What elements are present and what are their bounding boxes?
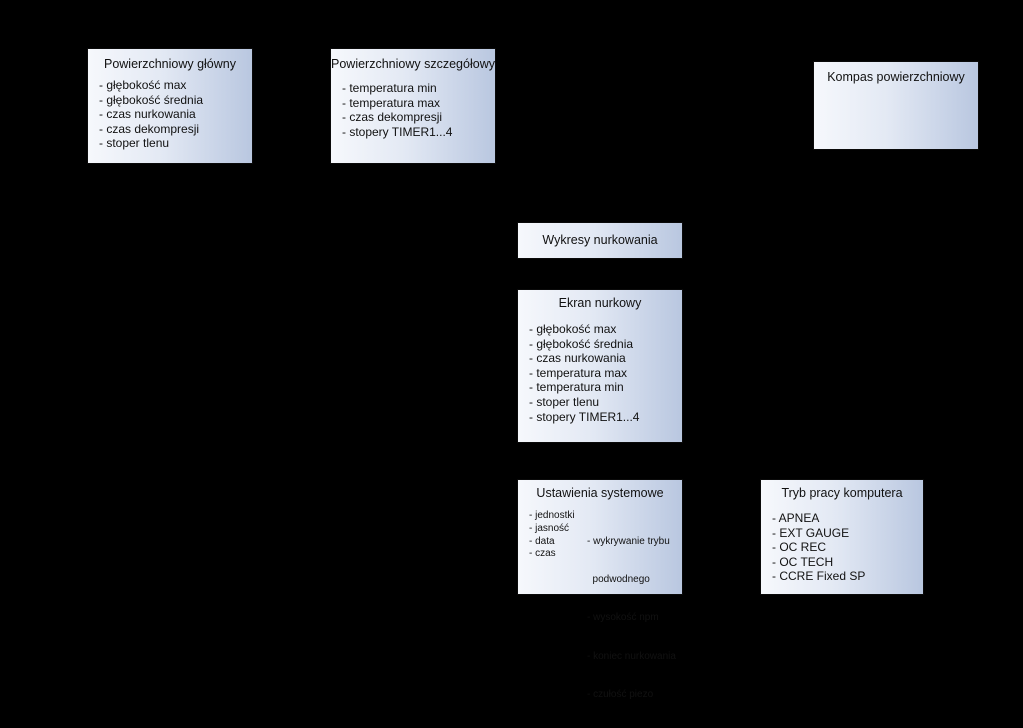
list-item: - stopery TIMER1...4: [342, 124, 453, 139]
surface-detail-box: Powierzchniowy szczegółowy - temperatura…: [330, 48, 496, 164]
dive-charts-box: Wykresy nurkowania: [517, 222, 683, 259]
list-item: - czas nurkowania: [99, 107, 196, 122]
surface-main-box: Powierzchniowy główny - głębokość max - …: [87, 48, 253, 164]
dive-charts-title: Wykresy nurkowania: [542, 233, 658, 247]
compass-box: Kompas powierzchniowy: [813, 61, 979, 150]
list-item: - OC TECH: [772, 554, 834, 569]
list-item: - stoper tlenu: [99, 136, 170, 151]
surface-main-title: Powierzchniowy główny: [103, 57, 236, 71]
list-item: - temperatura min: [529, 380, 624, 395]
system-settings-title: Ustawienia systemowe: [536, 486, 664, 500]
computer-mode-box: Tryb pracy komputera - APNEA - EXT GAUGE…: [760, 479, 924, 595]
computer-mode-list: - APNEA - EXT GAUGE - OC REC - OC TECH -…: [772, 511, 865, 584]
list-item: - OC REC: [772, 540, 826, 555]
list-item: - koniec nurkowania: [587, 650, 676, 662]
list-item: - wysokość npm: [587, 612, 659, 624]
list-item: - data: [529, 535, 555, 547]
list-item: - głębokość średnia: [529, 336, 634, 351]
list-item: - czas dekompresji: [342, 110, 443, 125]
list-item: - czas: [529, 548, 556, 560]
list-item: - EXT GAUGE: [772, 525, 850, 540]
surface-detail-title: Powierzchniowy szczegółowy: [331, 57, 495, 71]
computer-mode-title: Tryb pracy komputera: [781, 486, 903, 500]
dive-screen-list: - głębokość max - głębokość średnia - cz…: [529, 322, 639, 424]
list-item: - temperatura max: [529, 365, 628, 380]
list-item: - temperatura max: [342, 95, 441, 110]
system-settings-list-right: - wykrywanie trybu podwodnego - wysokość…: [587, 510, 676, 728]
surface-detail-list: - temperatura min - temperatura max - cz…: [342, 81, 452, 139]
list-item: - temperatura min: [342, 81, 437, 95]
list-item: - głębokość średnia: [99, 92, 204, 107]
list-item: - jednostki: [529, 510, 575, 521]
dive-screen-box: Ekran nurkowy - głębokość max - głębokoś…: [517, 289, 683, 443]
list-item: - głębokość max: [99, 78, 187, 92]
system-settings-list-left: - jednostki - jasność - data - czas: [529, 510, 575, 561]
list-item: - stoper tlenu: [529, 394, 600, 409]
list-item: - wykrywanie trybu: [587, 535, 670, 547]
list-item: - czas dekompresji: [99, 121, 200, 136]
list-item: - CCRE Fixed SP: [772, 569, 866, 584]
dive-screen-title: Ekran nurkowy: [558, 296, 642, 310]
list-item: - głębokość max: [529, 322, 617, 336]
list-item: - czułość piezo: [587, 689, 654, 701]
surface-main-list: - głębokość max - głębokość średnia - cz…: [99, 78, 203, 151]
compass-title: Kompas powierzchniowy: [827, 70, 965, 84]
list-item: podwodnego: [587, 573, 650, 585]
list-item: - stopery TIMER1...4: [529, 409, 640, 424]
list-item: - jasność: [529, 522, 570, 534]
list-item: - czas nurkowania: [529, 351, 626, 366]
system-settings-box: Ustawienia systemowe - jednostki - jasno…: [517, 479, 683, 700]
list-item: - APNEA: [772, 511, 820, 525]
